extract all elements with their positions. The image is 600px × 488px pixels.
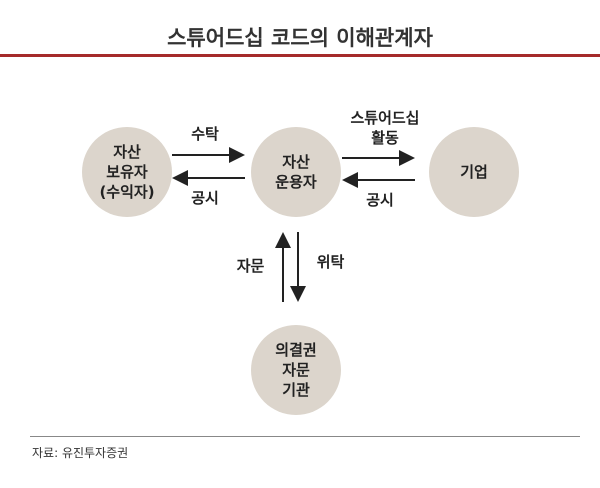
node-asset-manager: 자산 운용자 — [251, 127, 341, 217]
node-label: (수익자) — [99, 183, 155, 201]
node-asset-owner: 자산 보유자 (수익자) — [82, 127, 172, 217]
node-label: 보유자 — [106, 163, 148, 181]
label-disclose-right: 공시 — [366, 191, 394, 209]
node-label: 의결권 — [275, 341, 317, 359]
label-entrust: 수탁 — [191, 125, 219, 143]
title-divider — [0, 54, 600, 57]
label-line: 활동 — [371, 129, 399, 147]
node-label: 자문 — [282, 361, 310, 379]
node-label: 자산 — [282, 153, 310, 171]
label-advise: 자문 — [236, 257, 265, 275]
label-line: 스튜어드십 — [350, 109, 420, 127]
footer-divider — [30, 436, 580, 437]
node-label: 기업 — [460, 163, 488, 181]
label-disclose-left: 공시 — [191, 189, 219, 207]
node-company: 기업 — [429, 127, 519, 217]
node-proxy-advisor: 의결권 자문 기관 — [251, 325, 341, 415]
page-title: 스튜어드십 코드의 이해관계자 — [167, 26, 433, 50]
label-stewardship: 스튜어드십 활동 — [340, 108, 430, 148]
node-label: 운용자 — [275, 173, 317, 191]
label-delegate: 위탁 — [316, 253, 345, 271]
node-label: 기관 — [282, 381, 310, 399]
source-note: 자료: 유진투자증권 — [32, 446, 129, 460]
node-label: 자산 — [113, 143, 141, 161]
